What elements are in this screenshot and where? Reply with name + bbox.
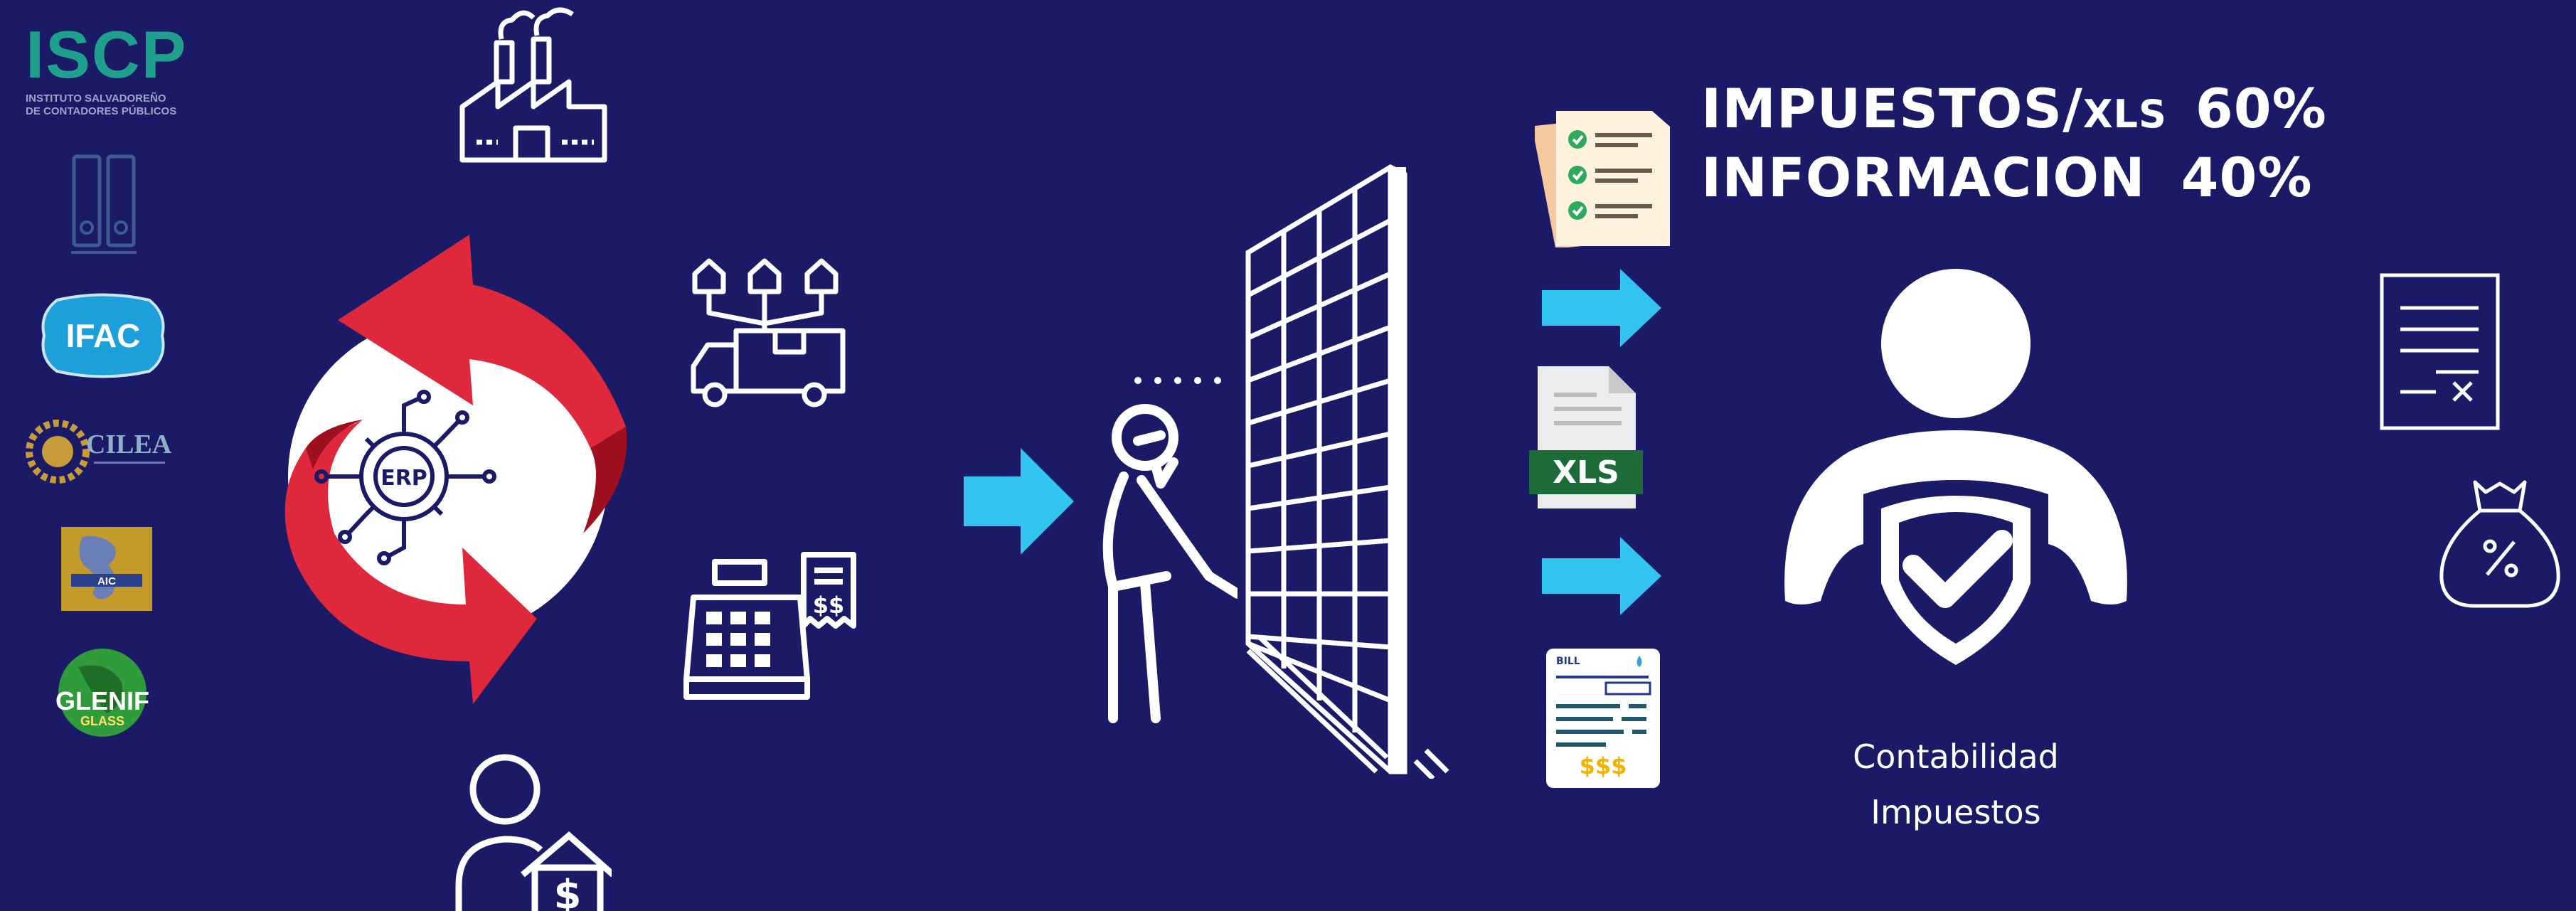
wall-icon <box>1234 160 1469 779</box>
money-bag-icon <box>2436 476 2564 612</box>
iscp-logo-sub2: DE CONTADORES PÚBLICOS <box>26 105 177 117</box>
delivery-truck-icon <box>686 252 850 412</box>
aic-logo-text: AIC <box>97 575 116 587</box>
headline-line-2: INFORMACION 40% <box>1701 146 2313 209</box>
headline-impuestos: IMPUESTOS/ <box>1701 77 2083 140</box>
headline-informacion: INFORMACION <box>1701 146 2146 209</box>
cash-register-icon: $$ <box>679 548 864 704</box>
headline-line-1: IMPUESTOS/XLS 60% <box>1701 77 2327 140</box>
xls-label: XLS <box>1553 454 1619 491</box>
bill-icon: BILL $$$ <box>1543 646 1664 792</box>
glenif-logo-text: GLENIF <box>55 686 149 715</box>
aic-logo: AIC <box>57 523 156 619</box>
flow-arrow-2 <box>1542 269 1663 347</box>
glenif-logo-sub: GLASS <box>80 714 124 728</box>
xls-file-icon: XLS <box>1529 366 1643 512</box>
cilea-logo-text: CILEA <box>86 430 172 459</box>
bill-amount: $$$ <box>1580 752 1627 779</box>
flow-arrow-3 <box>1542 537 1663 615</box>
iscp-logo-name: ISCP <box>26 17 188 92</box>
caption-contabilidad: Contabilidad <box>1853 737 2059 776</box>
cash-register-symbol: $$ <box>813 592 845 619</box>
binder-logo <box>68 153 147 260</box>
iscp-logo: ISCP INSTITUTO SALVADOREÑO DE CONTADORES… <box>26 21 189 121</box>
glenif-logo: GLENIF GLASS <box>50 646 156 745</box>
iscp-logo-sub1: INSTITUTO SALVADOREÑO <box>26 92 166 105</box>
bill-title: BILL <box>1556 656 1580 667</box>
flow-arrow-1 <box>964 448 1077 555</box>
tax-document-icon <box>2379 272 2503 432</box>
erp-cycle-graphic: ERP <box>213 235 654 718</box>
shield-user-icon <box>1778 267 2134 693</box>
confused-person-icon <box>1095 370 1238 732</box>
headline-pct-60: 60% <box>2195 77 2327 140</box>
caption-impuestos: Impuestos <box>1870 793 2041 831</box>
cilea-logo: CILEA <box>26 416 175 487</box>
ifac-logo: IFAC <box>36 293 171 378</box>
house-dollar-symbol: $ <box>554 872 582 911</box>
ifac-logo-text: IFAC <box>66 317 141 354</box>
factory-icon <box>455 7 612 164</box>
headline-pct-40: 40% <box>2181 146 2313 209</box>
checklist-document-icon <box>1535 105 1677 247</box>
headline-xls: XLS <box>2082 92 2167 137</box>
person-house-icon: $ <box>455 750 612 911</box>
erp-label: ERP <box>380 466 427 491</box>
erp-gear-icon <box>314 390 496 565</box>
